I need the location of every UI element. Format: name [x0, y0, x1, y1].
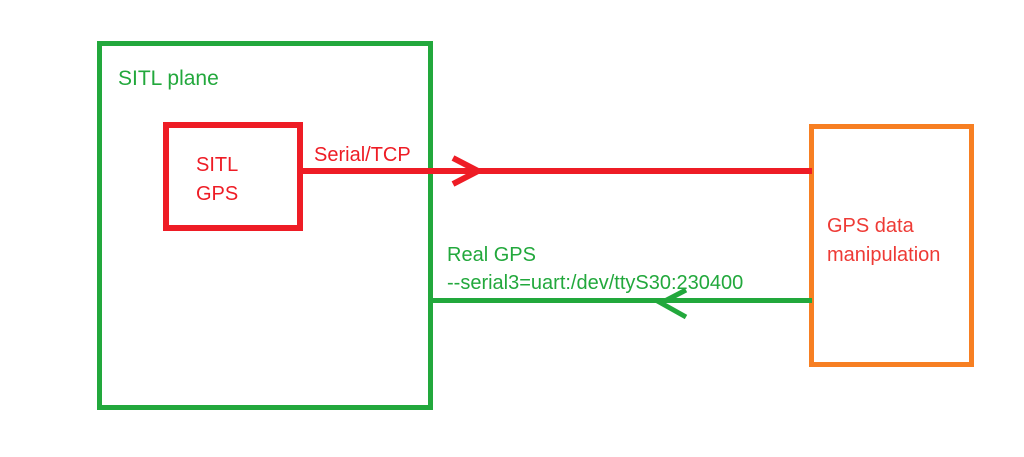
gps-data-manipulation-label-line1: GPS data	[827, 215, 914, 237]
real-gps-connector-line	[430, 298, 812, 303]
sitl-gps-label: SITL GPS	[196, 151, 238, 209]
gps-data-manipulation-label: GPS data manipulation	[827, 212, 940, 270]
gps-data-manipulation-box	[809, 124, 974, 367]
real-gps-arrowhead-left-icon	[655, 287, 688, 320]
serial-tcp-connector-label: Serial/TCP	[314, 144, 411, 166]
sitl-gps-label-line2: GPS	[196, 183, 239, 205]
real-gps-connector-label: Real GPS	[447, 244, 536, 266]
gps-data-manipulation-label-line2: manipulation	[827, 244, 941, 266]
sitl-plane-label: SITL plane	[118, 67, 219, 90]
serial-tcp-connector-line	[298, 168, 812, 174]
real-gps-serial-argument-label: --serial3=uart:/dev/ttyS30:230400	[447, 272, 744, 294]
sitl-plane-box	[97, 41, 433, 410]
serial-tcp-arrowhead-right-icon	[451, 155, 485, 187]
sitl-gps-label-line1: SITL	[196, 154, 239, 176]
sitl-gps-box	[163, 122, 303, 231]
